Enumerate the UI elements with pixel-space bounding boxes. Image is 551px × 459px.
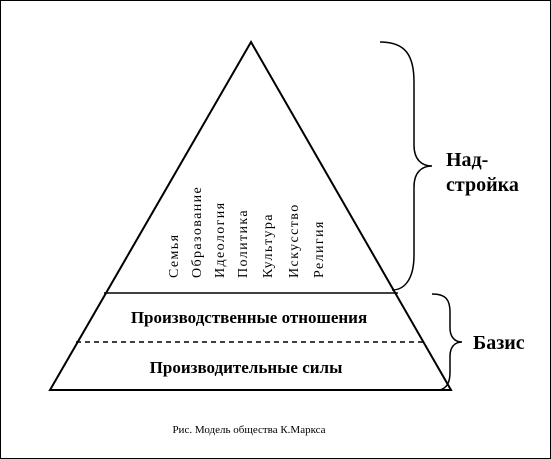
- superstructure-item: Образование: [190, 186, 205, 278]
- superstructure-item: Семья: [167, 234, 182, 278]
- pyramid-outline: [48, 39, 453, 391]
- superstructure-item: Идеология: [213, 201, 228, 278]
- productive-forces-label: Производительные силы: [150, 358, 343, 377]
- superstructure-item: Религия: [312, 220, 327, 278]
- superstructure-label-line2: стройка: [446, 174, 519, 196]
- superstructure-item: Культура: [261, 213, 276, 278]
- superstructure-brace: [379, 41, 433, 291]
- production-relations-label: Производственные отношения: [131, 308, 367, 327]
- superstructure-item: Искусство: [287, 203, 302, 278]
- basis-brace: [431, 293, 463, 391]
- superstructure-label-line1: Над-: [446, 149, 488, 171]
- superstructure-item: Политика: [236, 209, 251, 278]
- figure-caption: Рис. Модель общества К.Маркса: [172, 424, 325, 436]
- basis-label: Базис: [473, 332, 525, 354]
